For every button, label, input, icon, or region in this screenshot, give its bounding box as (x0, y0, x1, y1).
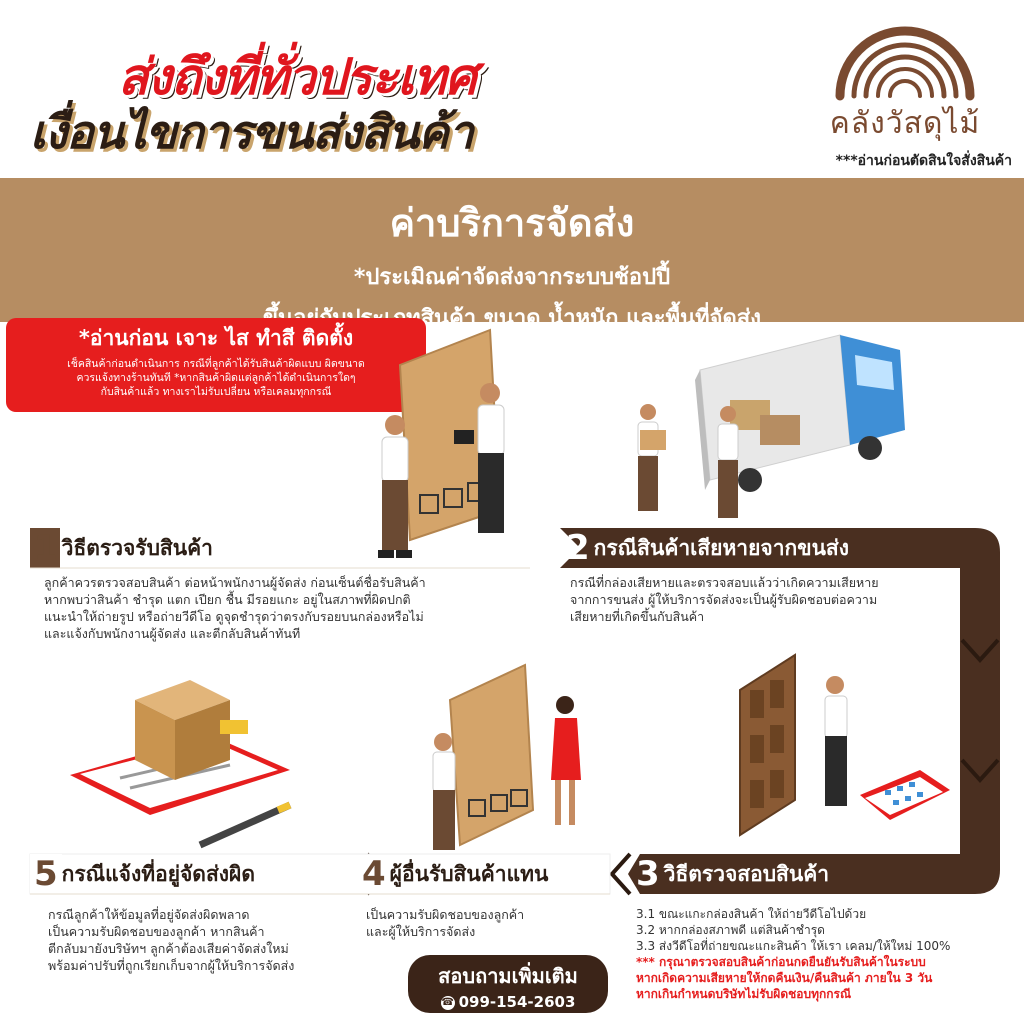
step-2-header: 2 กรณีสินค้าเสียหายจากขนส่ง (566, 528, 849, 568)
step-line: ตีกลับมายังบริษัทฯ ลูกค้าต้องเสียค่าจัดส… (48, 941, 289, 956)
step-3-note: หากเกินกำหนดบริษัทไม่รับผิดชอบทุกกรณี (636, 987, 852, 1001)
step-1-text: ลูกค้าควรตรวจสอบสินค้า ต่อหน้าพนักงานผู้… (44, 574, 426, 642)
logo-text: คลังวัสดุไม้ (829, 106, 981, 141)
warning-title: *อ่านก่อน เจาะ ไส ทำสี ติดตั้ง (78, 326, 354, 350)
contact-button[interactable]: สอบถามเพิ่มเติม ☎099-154-2603 (408, 955, 608, 1013)
step-line: และแจ้งกับพนักงานผู้จัดส่ง และตีกลับสินค… (44, 626, 301, 641)
warning-body: เช็คสินค้าก่อนดำเนินการ กรณีที่ลูกค้าได้… (14, 357, 418, 399)
package-clipboard-icon (70, 680, 292, 849)
step-line: จากการขนส่ง ผู้ให้บริการจัดส่งจะเป็นผู้ร… (570, 592, 878, 607)
step-2-text: กรณีที่กล่องเสียหายและตรวจสอบแล้วว่าเกิด… (570, 574, 879, 625)
fee-title: ค่าบริการจัดส่ง (389, 201, 635, 245)
step-title: วิธีตรวจสอบสินค้า (663, 861, 830, 886)
step-line: หากพบว่าสินค้า ชำรุด แตก เปียก ชื้น มีรอ… (44, 592, 411, 607)
warning-line: เช็คสินค้าก่อนดำเนินการ กรณีที่ลูกค้าได้… (67, 358, 365, 370)
contact-phone: 099-154-2603 (458, 993, 576, 1011)
step-4-header: 4 ผู้อื่นรับสินค้าแทน (362, 854, 548, 894)
delivery-men-board-icon (378, 328, 505, 558)
step-line: เป็นความรับผิดชอบของลูกค้า หากสินค้า (48, 924, 265, 939)
step-line: 3.2 หากกล่องสภาพดี แต่สินค้าชำรุด (636, 923, 825, 937)
contact-title: สอบถามเพิ่มเติม (438, 964, 578, 988)
step-line: กรณีลูกค้าให้ข้อมูลที่อยู่จัดส่งผิดพลาด (48, 907, 250, 922)
step-number: 4 (362, 854, 386, 894)
recipient-couple-icon (432, 663, 581, 850)
step-5-header: 5 กรณีแจ้งที่อยู่จัดส่งผิด (34, 854, 255, 894)
step-title: กรณีแจ้งที่อยู่จัดส่งผิด (61, 861, 255, 886)
step-3-header: 3 วิธีตรวจสอบสินค้า (636, 854, 829, 894)
read-before-note: ***อ่านก่อนตัดสินใจสั่งสินค้า (835, 153, 1012, 169)
step-line: พร้อมค่าปรับที่ถูกเรียกเก็บจากผู้ให้บริก… (48, 958, 295, 973)
sub-title: เงื่อนไขการขนส่งสินค้า (30, 105, 474, 159)
warning-line: กับสินค้าแล้ว ทางเราไม่รับเปลี่ยน หรือเค… (100, 386, 332, 398)
warning-box: *อ่านก่อน เจาะ ไส ทำสี ติดตั้ง เช็คสินค้… (6, 318, 426, 412)
step-1-header: 1 วิธีตรวจรับสินค้า (34, 528, 213, 568)
step-line: และผู้ให้บริการจัดส่ง (366, 924, 476, 939)
tree-ring-logo-icon (835, 26, 975, 101)
contact-phone-row: ☎099-154-2603 (408, 993, 608, 1011)
step-3-note: หากเกิดความเสียหายให้กดคืนเงิน/คืนสินค้า… (636, 971, 933, 985)
step-line: กรณีที่กล่องเสียหายและตรวจสอบแล้วว่าเกิด… (570, 575, 879, 590)
step-title: ผู้อื่นรับสินค้าแทน (389, 861, 549, 886)
step-number: 5 (34, 854, 58, 894)
step-title: กรณีสินค้าเสียหายจากขนส่ง (593, 535, 849, 560)
step-line: เป็นความรับผิดชอบของลูกค้า (366, 907, 525, 922)
shipping-fee-banner: ค่าบริการจัดส่ง *ประเมิณค่าจัดส่งจากระบบ… (0, 178, 1024, 331)
fee-line-1: *ประเมิณค่าจัดส่งจากระบบช้อปปี้ (353, 265, 671, 290)
step-line: 3.3 ส่งวีดีโอที่ถ่ายขณะแกะสินค้า ให้เรา … (636, 939, 951, 953)
door-calendar-icon (739, 653, 950, 837)
main-title: ส่งถึงที่ทั่วประเทศ (118, 48, 477, 106)
warning-line: ควรแจ้งทางร้านทันที *หากสินค้าผิดแต่ลูกค… (76, 372, 356, 384)
step-line: แนะนำให้ถ่ายรูป หรือถ่ายวีดีโอ ดูจุดชำรุ… (44, 609, 424, 624)
step-3-note: *** กรุณาตรวจสอบสินค้าก่อนกดยืนยันรับสิน… (636, 955, 926, 969)
step-line: ลูกค้าควรตรวจสอบสินค้า ต่อหน้าพนักงานผู้… (44, 575, 426, 590)
step-number: 3 (636, 854, 660, 894)
step-line: 3.1 ขณะแกะกล่องสินค้า ให้ถ่ายวีดีโอไปด้ว… (636, 907, 867, 921)
step-5-text: กรณีลูกค้าให้ข้อมูลที่อยู่จัดส่งผิดพลาด … (48, 906, 294, 974)
step-4-text: เป็นความรับผิดชอบของลูกค้า และผู้ให้บริก… (366, 906, 524, 940)
step-number: 2 (566, 528, 590, 568)
step-line: เสียหายที่เกิดขึ้นกับสินค้า (570, 609, 705, 624)
phone-icon: ☎ (440, 995, 455, 1010)
step-title: วิธีตรวจรับสินค้า (61, 535, 213, 560)
brand-logo: คลังวัสดุไม้ (820, 18, 990, 141)
step-3-text: 3.1 ขณะแกะกล่องสินค้า ให้ถ่ายวีดีโอไปด้ว… (636, 906, 950, 1002)
delivery-truck-icon (637, 334, 905, 518)
step-number: 1 (34, 528, 58, 568)
